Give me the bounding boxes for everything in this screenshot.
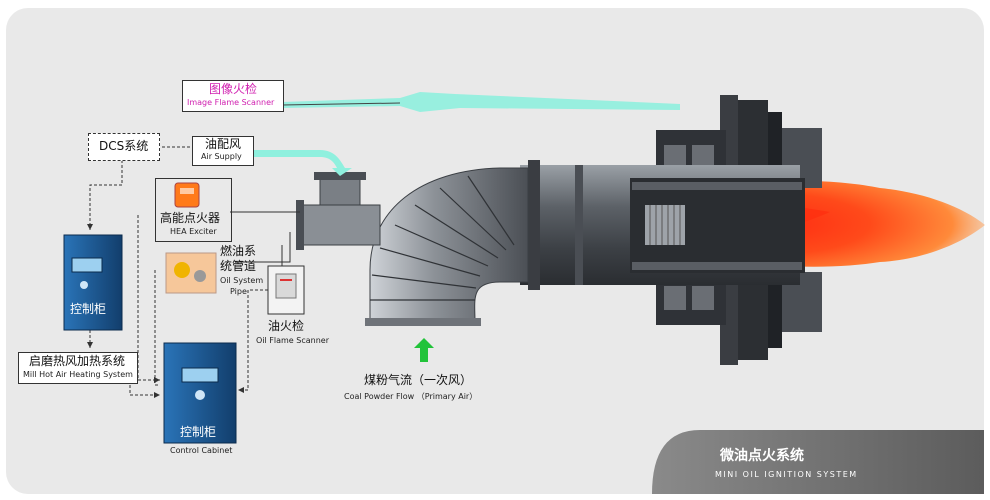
oil-pipe-cn-2: 统管道 (220, 259, 257, 273)
air-inlet-pipe (319, 177, 361, 209)
dcs-system-box: DCS系统 (88, 133, 160, 161)
control-cabinet-large-en: Control Cabinet (170, 446, 233, 455)
coal-flow-cn: 煤粉气流（一次风） (364, 373, 473, 387)
mill-heating-cn: 启磨热风加热系统 (29, 354, 126, 368)
image-flame-scanner-cn: 图像火检 (209, 82, 258, 96)
hea-exciter-en: HEA Exciter (170, 227, 217, 236)
control-cabinet-small-body (63, 234, 123, 331)
image-flame-scanner-en: Image Flame Scanner (187, 98, 275, 107)
control-cabinet-small-label: 控制柜 (70, 302, 107, 316)
hea-exciter-box: 高能点火器 HEA Exciter (155, 178, 232, 242)
oil-flame-scanner-en: Oil Flame Scanner (256, 336, 329, 345)
air-supply-flow (252, 150, 352, 176)
primary-air-arrow (414, 338, 434, 362)
air-supply-en: Air Supply (201, 152, 242, 161)
mill-heating-en: Mill Hot Air Heating System (23, 370, 133, 379)
oil-pipe-cn-1: 燃油系 (220, 244, 257, 258)
air-supply-cn: 油配风 (205, 137, 242, 151)
mill-heating-box: 启磨热风加热系统 Mill Hot Air Heating System (18, 352, 138, 384)
dcs-system-label: DCS系统 (99, 139, 149, 153)
air-supply-box: 油配风 Air Supply (192, 136, 254, 166)
hea-exciter-cn: 高能点火器 (160, 211, 221, 225)
oil-pipe-en-1: Oil System (220, 276, 264, 285)
title-en: MINI OIL IGNITION SYSTEM (715, 470, 858, 479)
scanner-beam (282, 92, 680, 112)
control-cabinet-large-label: 控制柜 (180, 425, 217, 439)
coal-flow-en: Coal Powder Flow （Primary Air） (344, 392, 478, 401)
oil-pipe-en-2: Pipe (230, 287, 247, 296)
image-flame-scanner-box: 图像火检 Image Flame Scanner (182, 80, 284, 112)
title-cn: 微油点火系统 (720, 448, 804, 464)
title-bar (652, 430, 984, 494)
oil-pipe-icon (165, 252, 217, 294)
oil-flame-scanner-cn: 油火检 (268, 319, 305, 333)
